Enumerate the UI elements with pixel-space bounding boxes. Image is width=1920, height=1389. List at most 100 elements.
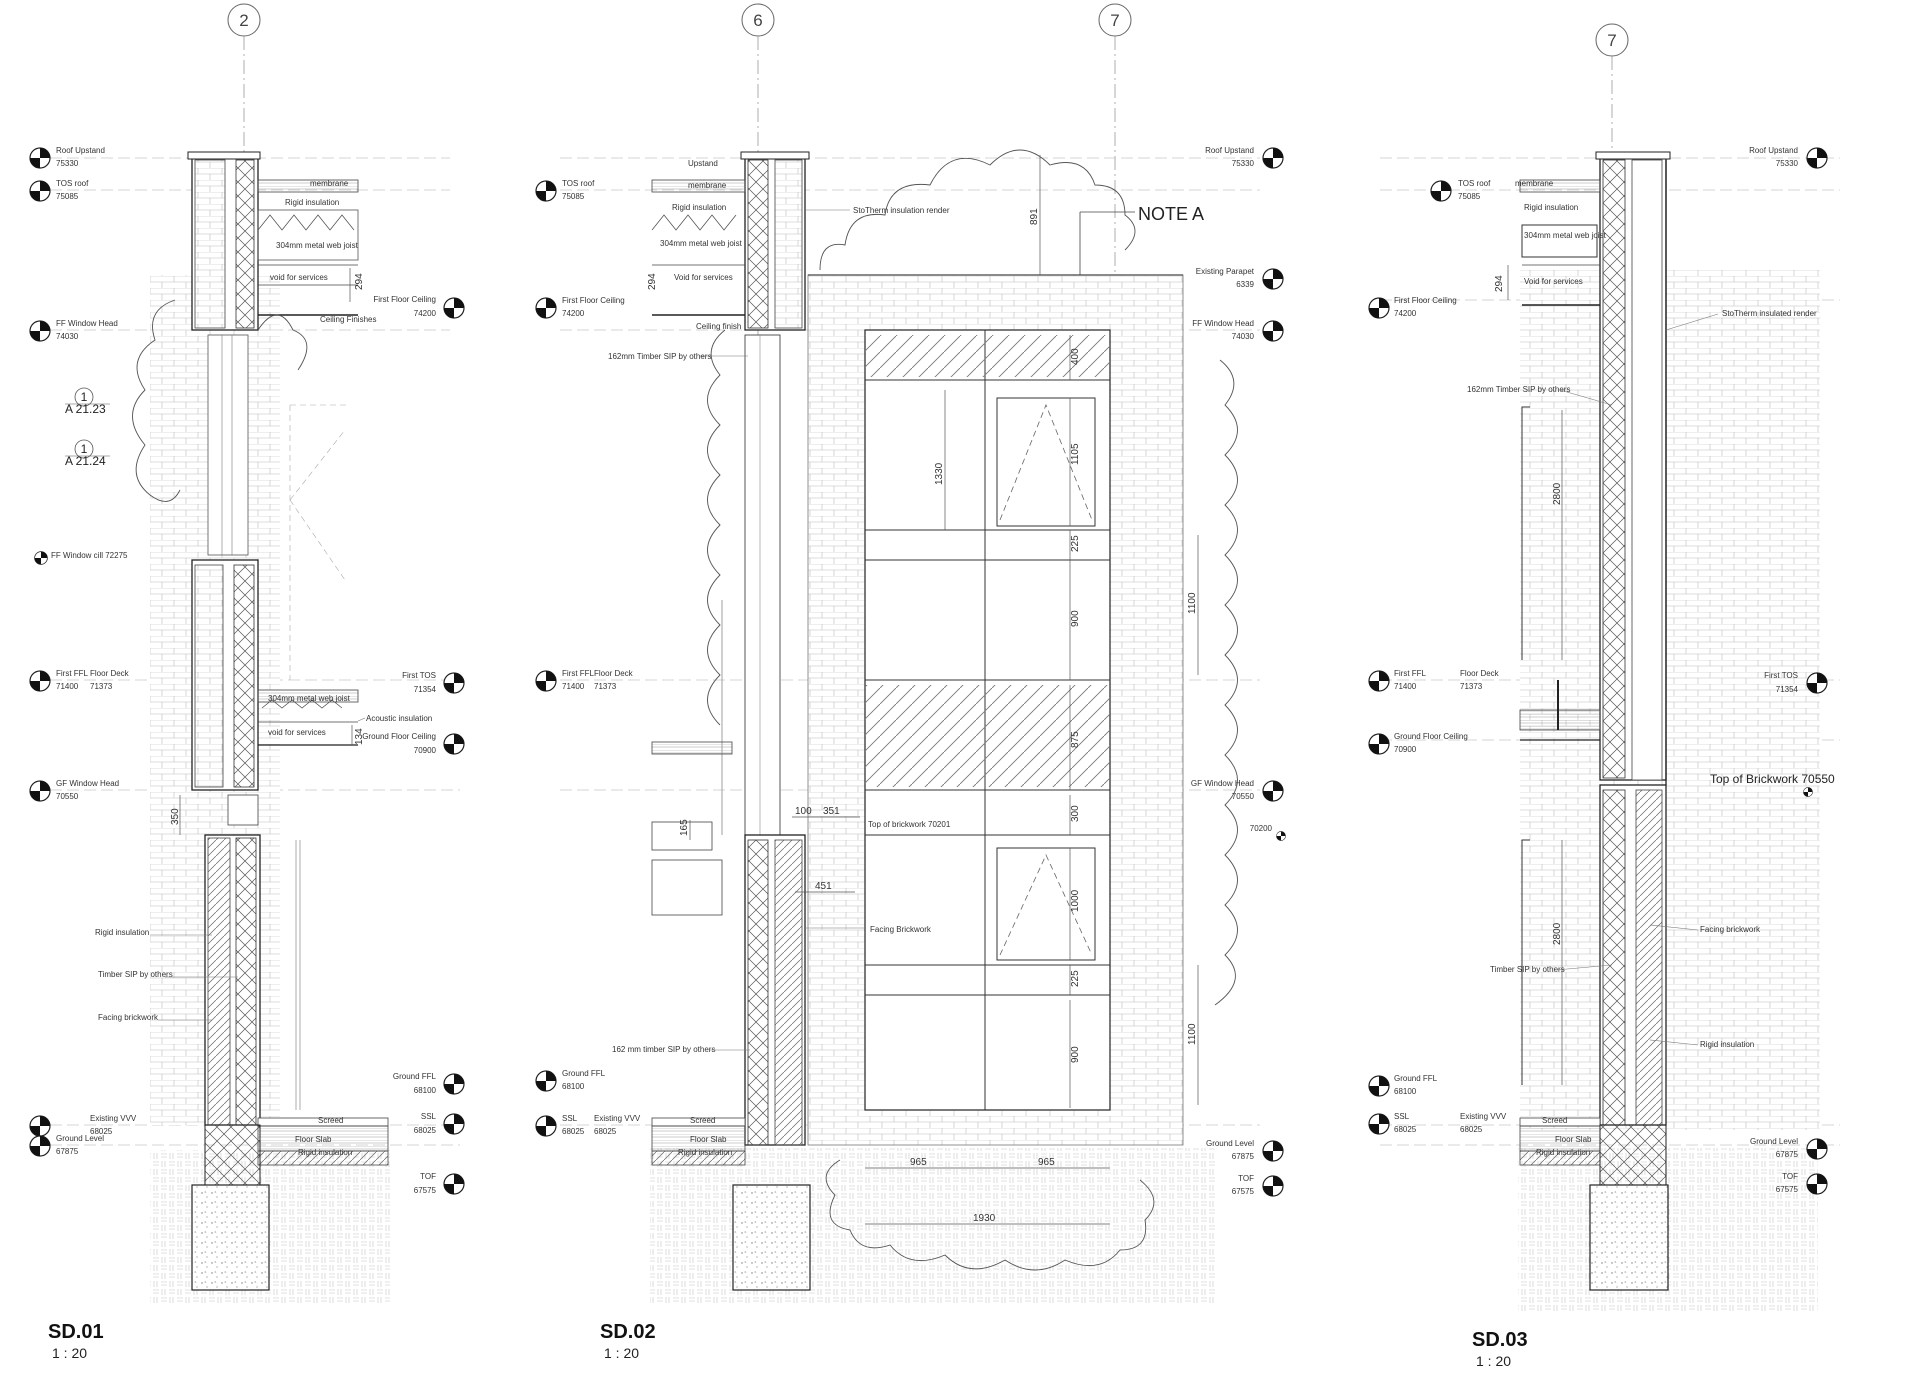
- svg-text:1330: 1330: [934, 462, 945, 485]
- svg-text:75330: 75330: [56, 159, 79, 168]
- svg-text:Roof Upstand: Roof Upstand: [56, 146, 105, 155]
- svg-text:Roof Upstand: Roof Upstand: [1205, 146, 1254, 155]
- dimension-lines: [1507, 265, 1563, 1085]
- svg-text:Top of Brickwork 70550: Top of Brickwork 70550: [1710, 772, 1835, 786]
- svg-text:Timber SIP by others: Timber SIP by others: [1490, 965, 1565, 974]
- ff-window-frame: [207, 334, 249, 556]
- svg-text:Screed: Screed: [690, 1116, 715, 1125]
- concrete-foundation: [732, 1184, 811, 1291]
- svg-text:StoTherm insulated render: StoTherm insulated render: [1722, 309, 1817, 318]
- right-level-labels: Roof Upstand 75330 Existing Parapet 6339…: [1191, 146, 1273, 1196]
- section-scale: 1 : 20: [604, 1345, 639, 1361]
- svg-text:68025: 68025: [562, 1127, 585, 1136]
- svg-text:6339: 6339: [1236, 280, 1254, 289]
- svg-text:GF Window Head: GF Window Head: [56, 779, 119, 788]
- svg-text:165: 165: [679, 819, 690, 836]
- build-up-labels: Upstand membrane Rigid insulation 304mm …: [608, 159, 951, 1157]
- svg-text:294: 294: [647, 273, 658, 290]
- level-marker: [29, 1135, 51, 1157]
- svg-text:Rigid insulation: Rigid insulation: [95, 928, 149, 937]
- svg-text:1100: 1100: [1187, 1023, 1198, 1045]
- concrete-foundation: [191, 1184, 270, 1291]
- svg-text:891: 891: [1029, 208, 1040, 225]
- svg-text:Floor Deck: Floor Deck: [1460, 669, 1500, 678]
- svg-text:67875: 67875: [1232, 1152, 1255, 1161]
- svg-text:2800: 2800: [1552, 482, 1563, 505]
- svg-text:Rigid insulation: Rigid insulation: [1700, 1040, 1754, 1049]
- svg-text:GF Window Head: GF Window Head: [1191, 779, 1254, 788]
- svg-text:900: 900: [1070, 1046, 1081, 1063]
- svg-text:68100: 68100: [1394, 1087, 1417, 1096]
- svg-text:162mm Timber SIP by others: 162mm Timber SIP by others: [1467, 385, 1570, 394]
- level-marker: [34, 551, 48, 565]
- svg-text:304mm metal web joist: 304mm metal web joist: [268, 694, 351, 703]
- grid-label: 7: [1607, 31, 1616, 50]
- dimension-labels: 294 2800 2800: [1494, 275, 1563, 945]
- svg-text:Facing brickwork: Facing brickwork: [98, 1013, 159, 1022]
- svg-text:70550: 70550: [1232, 792, 1255, 801]
- svg-text:70900: 70900: [1394, 745, 1417, 754]
- svg-text:1: 1: [81, 442, 88, 456]
- svg-text:74030: 74030: [1232, 332, 1255, 341]
- note-a: NOTE A: [1138, 204, 1204, 224]
- svg-text:75085: 75085: [1458, 192, 1481, 201]
- svg-text:Rigid insulation: Rigid insulation: [1536, 1148, 1590, 1157]
- section-title: SD.01: [48, 1321, 104, 1343]
- svg-text:First FFL: First FFL: [56, 669, 89, 678]
- grid-label: 2: [239, 11, 248, 30]
- opening-vent: [996, 847, 1096, 961]
- dimension-labels: 891 294 400 1105 1330 225 900 1100 875 3…: [647, 208, 1198, 1224]
- svg-text:68025: 68025: [414, 1126, 437, 1135]
- svg-text:2800: 2800: [1552, 922, 1563, 945]
- svg-text:Rigid insulation: Rigid insulation: [672, 203, 726, 212]
- svg-text:100: 100: [795, 806, 812, 817]
- level-marker: [29, 320, 51, 342]
- svg-text:Ground FFL: Ground FFL: [562, 1069, 606, 1078]
- spandrel-panel: [865, 335, 1110, 377]
- svg-text:Existing VVV: Existing VVV: [594, 1114, 641, 1123]
- svg-text:68100: 68100: [562, 1082, 585, 1091]
- svg-text:75330: 75330: [1776, 159, 1799, 168]
- svg-text:1100: 1100: [1187, 592, 1198, 614]
- level-marker: [443, 733, 465, 755]
- svg-text:68025: 68025: [90, 1127, 113, 1136]
- svg-text:Facing Brickwork: Facing Brickwork: [870, 925, 932, 934]
- level-marker: [29, 780, 51, 802]
- svg-text:965: 965: [910, 1157, 927, 1168]
- svg-text:Floor Slab: Floor Slab: [295, 1135, 332, 1144]
- svg-text:StoTherm insulation render: StoTherm insulation render: [853, 206, 950, 215]
- svg-text:membrane: membrane: [688, 181, 727, 190]
- svg-text:162mm Timber SIP by others: 162mm Timber SIP by others: [608, 352, 711, 361]
- svg-text:First TOS: First TOS: [402, 671, 436, 680]
- build-up-labels: membrane Rigid insulation 304mm metal we…: [1467, 179, 1835, 1157]
- left-level-labels: TOS roof 75085 First Floor Ceiling 74200…: [1394, 179, 1507, 1134]
- opening-vent: [996, 397, 1096, 527]
- svg-text:351: 351: [823, 806, 840, 817]
- grid-label: 7: [1110, 11, 1119, 30]
- svg-text:225: 225: [1070, 970, 1081, 987]
- svg-text:FF Window Head: FF Window Head: [56, 319, 118, 328]
- svg-text:Ground Level: Ground Level: [1750, 1137, 1798, 1146]
- parapet-brick-skin: [194, 159, 226, 329]
- dimension-lines: [689, 155, 1199, 1225]
- svg-text:void for services: void for services: [268, 728, 326, 737]
- svg-text:Rigid insulation: Rigid insulation: [298, 1148, 352, 1157]
- dimension-lines: [179, 268, 353, 835]
- svg-text:Ground Floor Ceiling: Ground Floor Ceiling: [1394, 732, 1468, 741]
- svg-text:71373: 71373: [90, 682, 113, 691]
- svg-text:Floor Slab: Floor Slab: [690, 1135, 727, 1144]
- svg-text:Ceiling finish: Ceiling finish: [696, 322, 741, 331]
- section-sd01: 2: [29, 3, 465, 1361]
- svg-text:294: 294: [354, 273, 365, 290]
- svg-text:Existing VVV: Existing VVV: [90, 1114, 137, 1123]
- section-scale: 1 : 20: [1476, 1353, 1511, 1369]
- level-marker: [443, 672, 465, 694]
- svg-text:67875: 67875: [1776, 1150, 1799, 1159]
- svg-text:71400: 71400: [1394, 682, 1417, 691]
- svg-text:68100: 68100: [414, 1086, 437, 1095]
- svg-text:First Floor Ceiling: First Floor Ceiling: [1394, 296, 1457, 305]
- svg-text:294: 294: [1494, 275, 1505, 292]
- svg-text:1105: 1105: [1070, 443, 1081, 465]
- svg-text:875: 875: [1070, 731, 1081, 748]
- svg-text:965: 965: [1038, 1157, 1055, 1168]
